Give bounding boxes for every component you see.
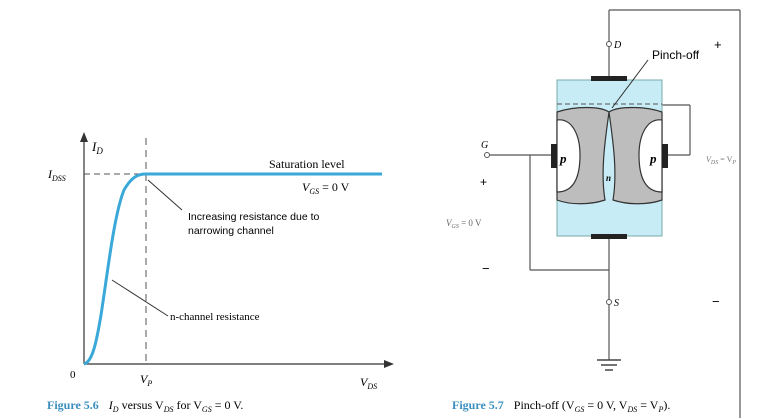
x-axis-arrow [384,360,394,368]
figure-5-6: ID IDSS 0 VP VDS Saturation level VGS = … [47,132,394,414]
drain-terminal [606,41,612,47]
source-terminal [606,299,612,305]
n-label: n [606,173,611,183]
gate-label: G [481,140,488,151]
source-contact [591,234,627,239]
right-minus: − [712,294,720,309]
leader-n-channel [111,279,169,317]
gate-contact-right [662,144,668,168]
pinchoff-leader [611,59,649,109]
annotation-increasing-resistance-2: narrowing channel [188,225,274,237]
annotation-n-channel-resistance: n-channel resistance [170,311,260,323]
vgs-zero-label: VGS = 0 V [302,180,350,196]
axis-y-label: ID [91,139,103,156]
gate-terminal [484,152,490,158]
figure-5-7: p p n Pinch-off + D S G + − − VGS = 0 V … [446,9,741,418]
p-left-label: p [559,151,567,166]
gate-contact-left [551,144,557,168]
vds-vp-label: VDS = VP [706,155,736,166]
drain-contact [591,76,627,81]
id-curve [83,172,382,366]
p-right-label: p [649,151,657,166]
drain-label: D [613,40,622,51]
idss-label: IDSS [47,167,66,183]
saturation-level-label: Saturation level [269,157,345,171]
annotation-increasing-resistance-1: Increasing resistance due to [188,211,319,223]
p-region-left [556,119,581,193]
vp-label: VP [140,372,152,388]
leader-increasing-resistance [147,179,183,211]
ground-symbol [597,359,621,371]
gate-minus: − [482,261,490,276]
axis-x-label: VDS [360,375,377,391]
gate-plus: + [480,175,487,189]
pinchoff-label: Pinch-off [652,48,700,62]
plus-top: + [714,37,722,52]
vgs-zero-label: VGS = 0 V [446,218,482,230]
origin-label: 0 [70,369,76,381]
p-region-right [638,119,663,193]
y-axis-arrow [80,132,88,142]
source-label: S [614,298,619,309]
